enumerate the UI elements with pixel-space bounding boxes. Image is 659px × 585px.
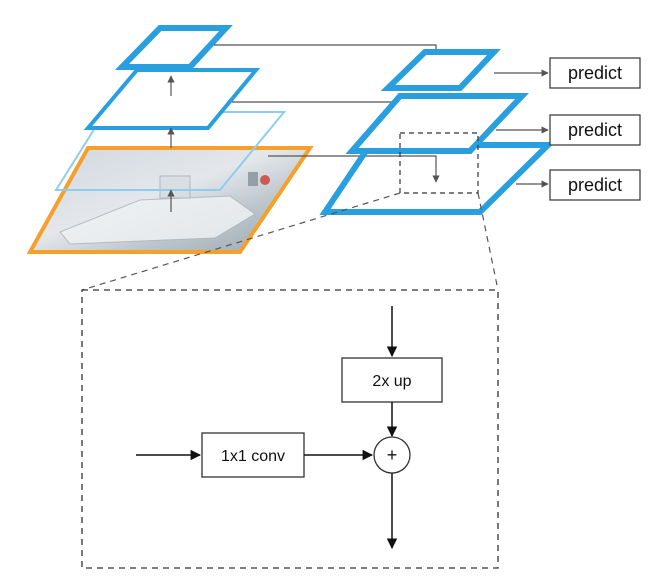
- backbone-feature-level-1: [54, 111, 287, 191]
- prediction-heads: predict predict predict: [494, 57, 641, 201]
- predict-box-1: predict: [549, 57, 641, 89]
- upsample-label: 2x up: [372, 373, 411, 390]
- pyramid-output-level-3: [380, 49, 501, 91]
- conv1x1-block: 1x1 conv: [201, 432, 305, 478]
- zoom-line-right: [477, 192, 499, 291]
- backbone-feature-level-2: [83, 68, 261, 130]
- detail-highlight-box: [399, 132, 479, 194]
- pyramid-output-level-2: [345, 93, 529, 154]
- detail-panel-border: [81, 289, 499, 569]
- top-down-pathway: [319, 49, 556, 215]
- predict-box-3: predict: [549, 169, 641, 201]
- lateral-connection-top: [214, 44, 440, 69]
- zoom-guide-lines: [81, 192, 499, 291]
- zoom-line-left: [81, 192, 401, 291]
- backbone-feature-level-3: [114, 25, 233, 70]
- predict-label-3: predict: [568, 175, 622, 195]
- merge-symbol: +: [387, 445, 398, 465]
- elementwise-add-node: +: [373, 436, 411, 474]
- predict-box-2: predict: [549, 114, 641, 146]
- conv1x1-label: 1x1 conv: [221, 448, 285, 465]
- predict-label-1: predict: [568, 63, 622, 83]
- pyramid-output-level-1: [319, 142, 556, 215]
- bottom-up-pathway: [26, 25, 314, 254]
- predict-label-2: predict: [568, 120, 622, 140]
- merge-detail-panel: 2x up 1x1 conv +: [81, 289, 499, 569]
- upsample-block: 2x up: [341, 357, 443, 403]
- lateral-connection-bottom: [268, 155, 440, 183]
